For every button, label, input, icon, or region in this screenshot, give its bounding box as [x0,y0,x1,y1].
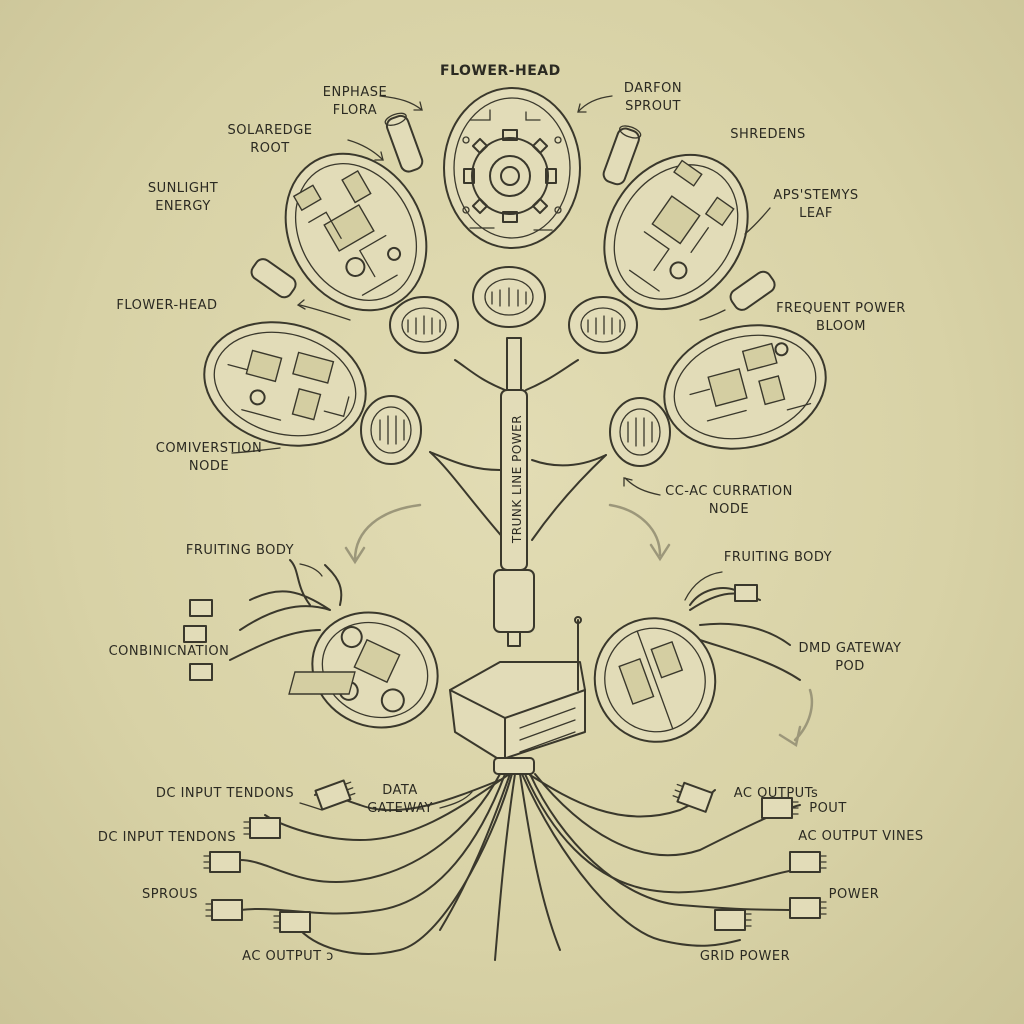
label-comiverstion-node: COMIVERSTION NODE [155,441,263,474]
label-cc-ac-curration-node: CC-AC CURRATION NODE [665,484,793,517]
page-title: FLOWER-HEAD [440,63,561,79]
gear-icon [463,129,557,223]
trunk [429,337,607,647]
connector-plug-icon [183,584,827,933]
label-sprous: SPROUS [141,887,199,902]
label-fruiting-body-right: FRUITING BODY [723,550,833,565]
label-data-gateway: DATA GATEWAY [367,783,433,816]
label-dmd-gateway-pod: DMD GATEWAY POD [798,641,902,674]
label-flower-head-left: FLOWER-HEAD [116,298,218,313]
root-cables [239,773,801,961]
label-solaredge-root: SOLAREDGE ROOT [227,123,313,156]
data-gateway-box [288,616,586,775]
label-pout: POUT [809,801,847,816]
pointer-arrows [231,95,771,811]
mid-left-pod [203,321,367,447]
label-ac-output-left: AC OUTPUT ɔ [242,949,334,964]
capacitor-icon [250,112,776,311]
label-conbinicnation: CONBINICNATION [108,644,230,659]
upper-left-pod [284,152,428,312]
mid-right-pod [663,324,827,450]
fruiting-body-left [229,559,439,729]
label-grid-power: GRID POWER [699,949,791,964]
label-frequent-power-bloom: FREQUENT POWER BLOOM [776,301,906,334]
label-power: POWER [828,887,880,902]
label-enphase-flora: ENPHASE FLORA [322,85,388,118]
label-ac-outputs: AC OUTPUTs [733,786,819,801]
upper-right-pod [603,153,749,311]
fruiting-body-right [593,587,801,743]
label-darfon-sprout: DARFON SPROUT [623,81,683,114]
label-fruiting-body-left: FRUITING BODY [185,543,295,558]
trunk-line-label: TRUNK LINE POWER [510,414,524,544]
label-apsystemys-leaf: APS'STEMYS LEAF [773,188,859,221]
label-shredens: SHREDENS [730,127,806,142]
coil-components [360,266,671,467]
label-ac-output-vines: AC OUTPUT VINES [798,829,924,844]
label-dc-input-tendons-1: DC INPUT TENDONS [155,786,295,801]
top-center-pod [443,87,581,249]
antenna-icon [574,616,582,691]
label-sunlight-energy: SUNLIGHT ENERGY [147,181,219,214]
label-dc-input-tendons-2: DC INPUT TENDONS [97,830,237,845]
